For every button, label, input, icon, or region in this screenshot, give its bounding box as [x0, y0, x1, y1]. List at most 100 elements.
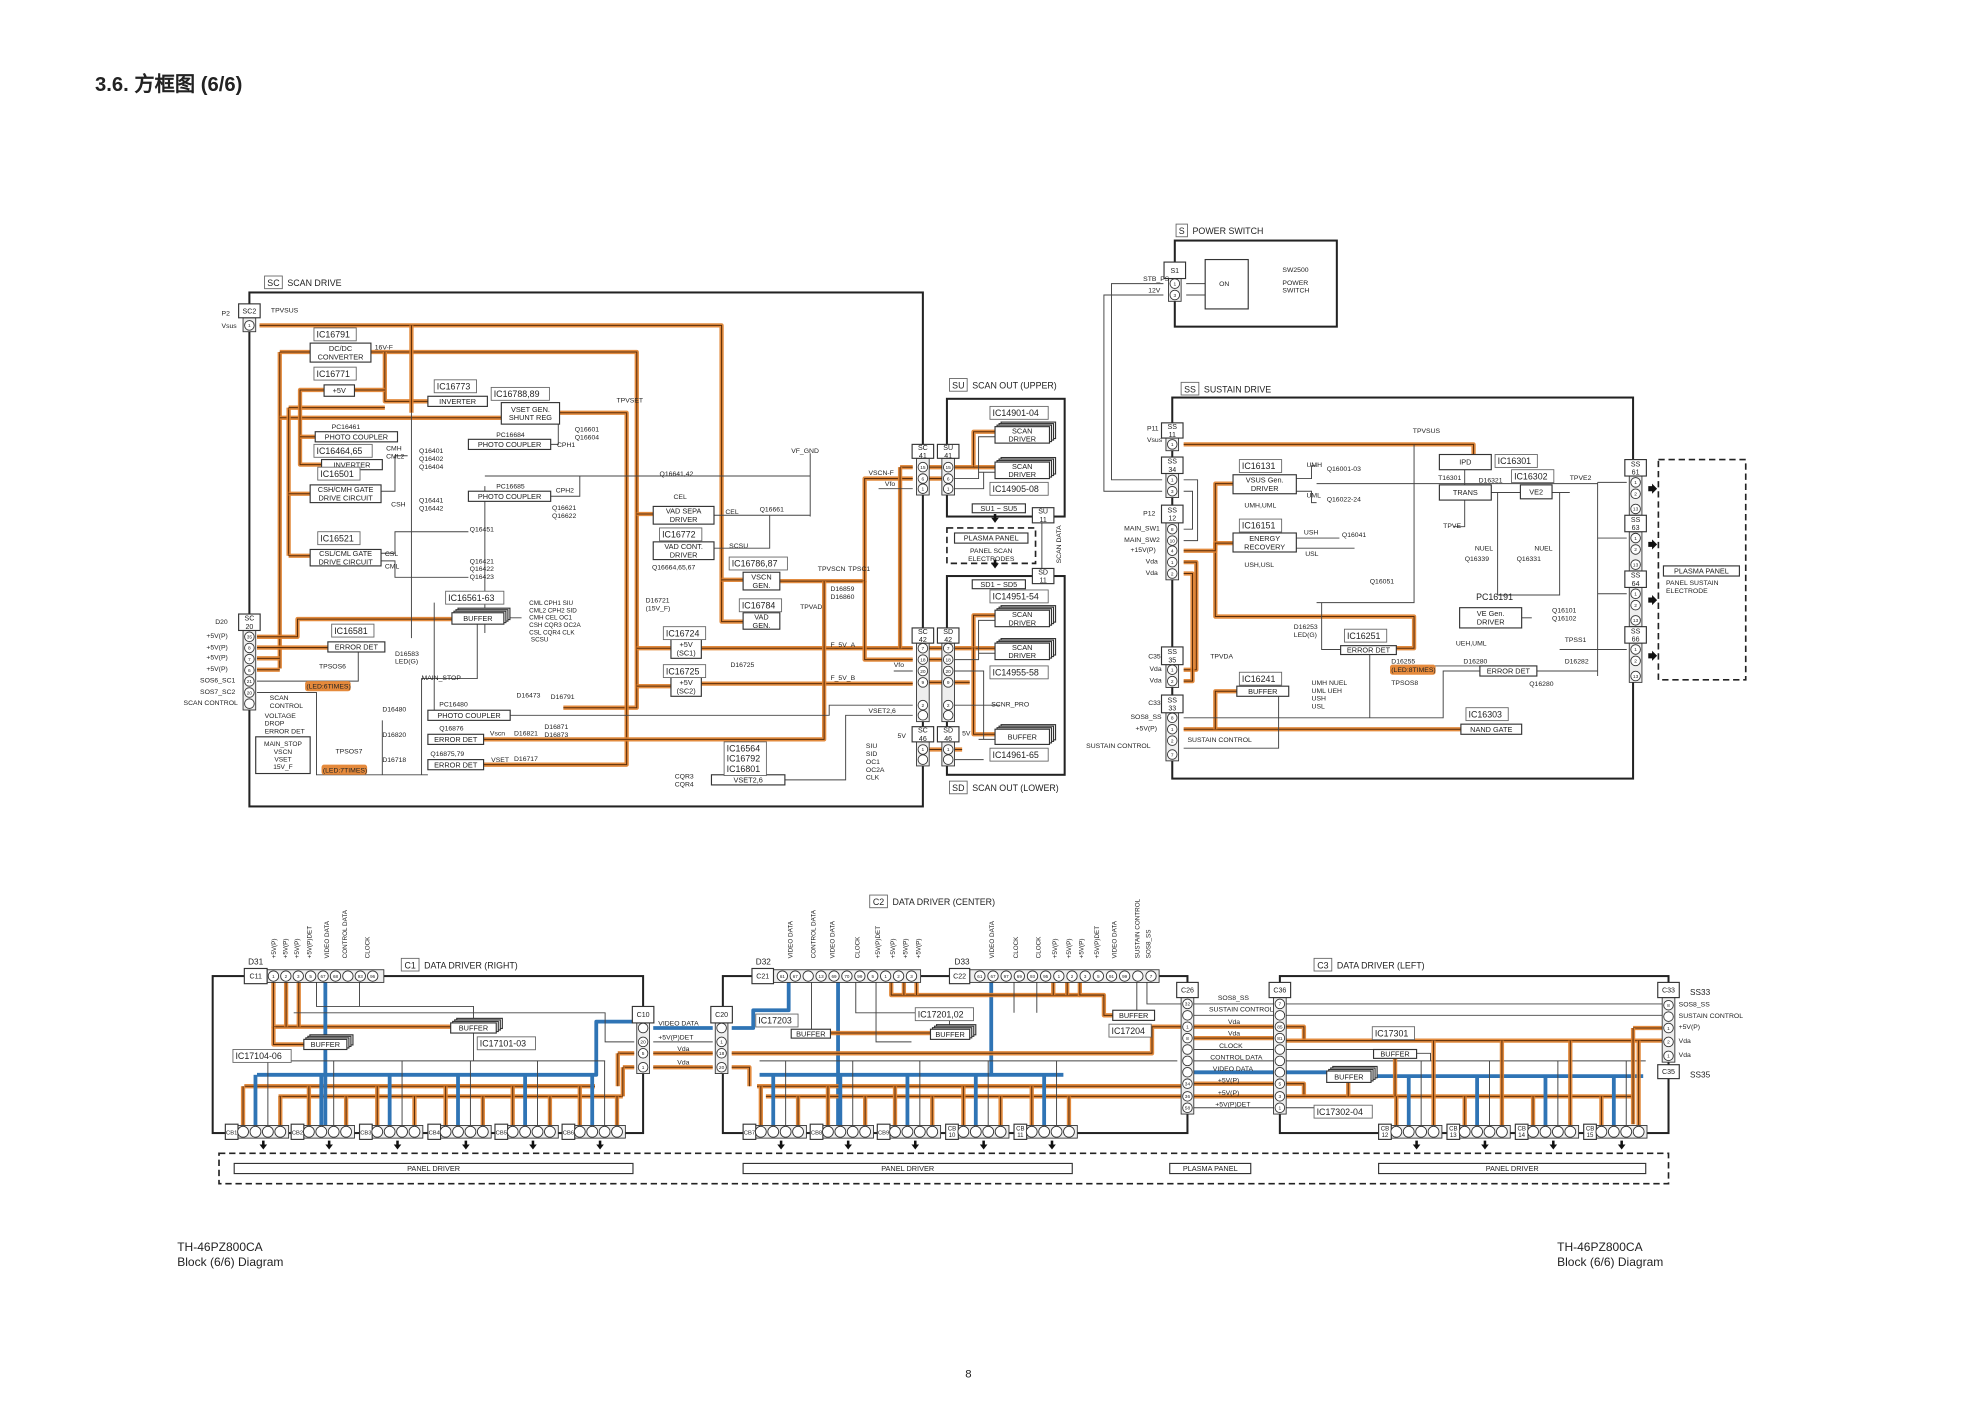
block-label: BUFFER — [935, 1030, 964, 1039]
pin-number: 7 — [248, 657, 251, 663]
label-line: 20 — [245, 623, 253, 631]
label-line: USH — [1312, 696, 1326, 703]
pin-number: 18 — [719, 1051, 725, 1057]
ic-label-ic14961: IC14961-65 — [989, 747, 1049, 762]
label-line: CML CPH1 SIU — [529, 600, 573, 607]
connector-cb[interactable]: CB9 — [876, 1123, 942, 1150]
pin-number: 34 — [1185, 1081, 1191, 1087]
label-line: (15V_F) — [646, 605, 671, 612]
connector-pin — [917, 710, 929, 721]
pin-number: 1 — [1634, 647, 1637, 653]
label-line: PANEL SCAN — [970, 548, 1013, 555]
connector-cb[interactable]: CB2 — [290, 1123, 355, 1150]
connector-pin — [942, 754, 954, 765]
connector-cb[interactable]: CB3 — [358, 1123, 424, 1150]
connector-pin — [1079, 970, 1091, 982]
signal-line — [1183, 479, 1199, 542]
connector-pin — [1630, 670, 1641, 682]
connector-c35[interactable]: C35 — [1657, 1064, 1680, 1080]
connector-cb[interactable]: CB5 — [494, 1123, 559, 1150]
connector-cb[interactable]: CB7 — [742, 1123, 807, 1150]
power-line-core — [1284, 1026, 1305, 1041]
label-q16280: Q16280 — [1529, 681, 1554, 688]
connector-cb[interactable]: CB6 — [561, 1123, 626, 1150]
label-line: CLK — [866, 775, 880, 782]
label-line: Q16422 — [470, 566, 495, 573]
vertical-signal-label: VIDEO DATA — [1112, 920, 1119, 958]
output-arrow-icon — [1048, 1140, 1056, 1150]
pin-number: 1 — [922, 486, 925, 492]
connector-pin — [1013, 970, 1025, 982]
label-vfo: Vfo — [885, 481, 895, 488]
block-vset: VSET GEN.SHUNT REG — [500, 402, 561, 425]
label-line: GEN. — [753, 581, 771, 590]
block-pp2: PLASMA PANEL — [1662, 565, 1740, 577]
ic-label-box — [989, 747, 1049, 762]
label-umhuml: UMH,UML — [1244, 503, 1276, 510]
ic-number: IC16786,87 — [732, 559, 778, 569]
connector-pin — [1274, 1044, 1286, 1055]
label-ss35: SS35 — [1690, 1070, 1711, 1079]
connector-cb[interactable]: CB1 — [224, 1123, 290, 1150]
label-tpve: TPVE — [1443, 523, 1461, 530]
block-outline — [427, 709, 511, 721]
ic-label-box — [476, 1036, 536, 1051]
pin-number: 3 — [1279, 1094, 1282, 1100]
connector-cb[interactable]: CB4 — [427, 1123, 492, 1150]
connector-header — [1657, 981, 1680, 999]
pin-number: 81 — [1277, 1036, 1283, 1042]
label-line: 42 — [919, 636, 927, 644]
connector-pin — [1630, 503, 1641, 515]
label-line: VSCN — [274, 749, 293, 756]
ic-label-ic17301: IC17301 — [1371, 1026, 1416, 1041]
connector-pin — [942, 654, 954, 665]
connector-cb[interactable]: CB8 — [809, 1123, 874, 1150]
ic-label-ic16131: IC16131 — [1238, 459, 1283, 473]
label-scnrpro: SCNR_PRO — [991, 701, 1029, 708]
section-code-box — [949, 378, 968, 392]
block-outline — [1662, 565, 1740, 577]
connector-pin — [917, 754, 929, 765]
pin-number: 96 — [370, 974, 376, 979]
